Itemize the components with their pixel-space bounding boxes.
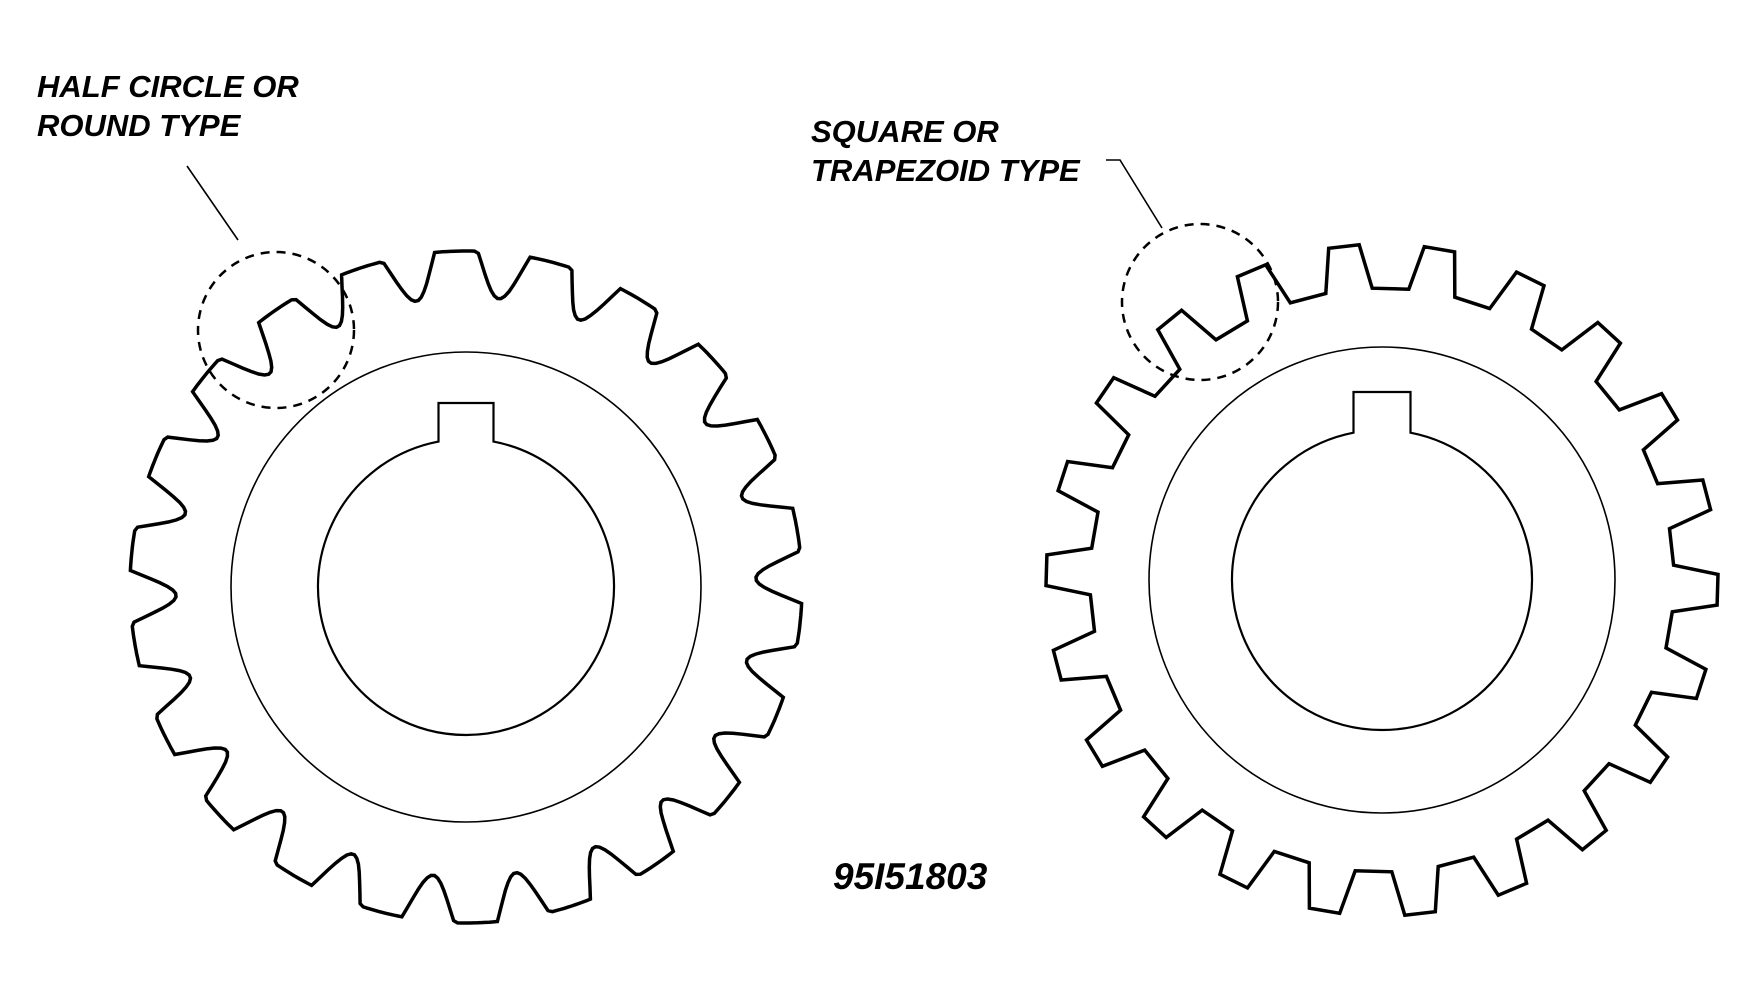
left-callout-label: HALF CIRCLE OR ROUND TYPE xyxy=(37,69,299,143)
trapezoid-gear-outline xyxy=(1044,242,1720,918)
round-gear-outline xyxy=(128,249,804,925)
trapezoid-gear-keyway-bore xyxy=(1230,390,1534,732)
round-gear-keyway-bore xyxy=(316,401,616,737)
trapezoid-type-callout-circle xyxy=(1120,222,1280,382)
trapezoid-type-leader-line xyxy=(1106,159,1163,229)
right-callout-label: SQUARE OR TRAPEZOID TYPE xyxy=(811,114,1080,188)
figure-id-label: 95I51803 xyxy=(833,856,988,897)
round-type-leader-line xyxy=(186,165,239,241)
round-type-callout-circle xyxy=(196,250,356,410)
round-gear-hub-circle xyxy=(230,351,702,823)
trapezoid-gear-hub-circle xyxy=(1148,346,1616,814)
